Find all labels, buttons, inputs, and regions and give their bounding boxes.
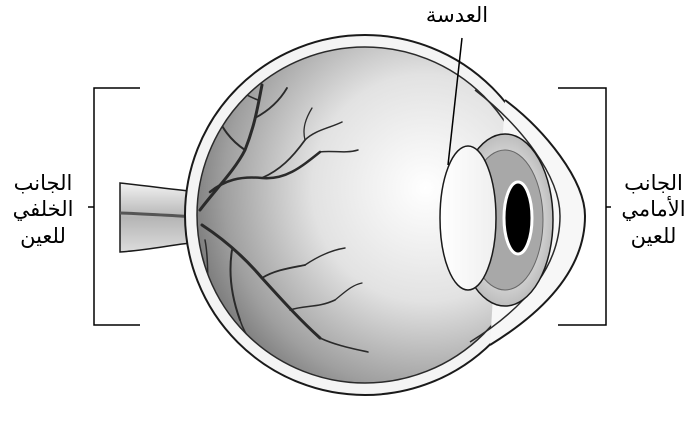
posterior-label-line-3: للعين <box>0 223 86 249</box>
posterior-label-line-2: الخلفي <box>0 196 86 222</box>
anterior-label-line-1: الجانب <box>608 170 699 196</box>
anterior-label-line-2: الأمامي <box>608 196 699 222</box>
anterior-label-line-3: للعين <box>608 223 699 249</box>
posterior-label-line-1: الجانب <box>0 170 86 196</box>
lens-label: العدسة <box>412 2 502 28</box>
pupil <box>504 182 532 254</box>
lens <box>440 146 496 290</box>
posterior-side-label: الجانب الخلفي للعين <box>0 170 86 249</box>
lens-label-text: العدسة <box>412 2 502 28</box>
anterior-side-label: الجانب الأمامي للعين <box>608 170 699 249</box>
